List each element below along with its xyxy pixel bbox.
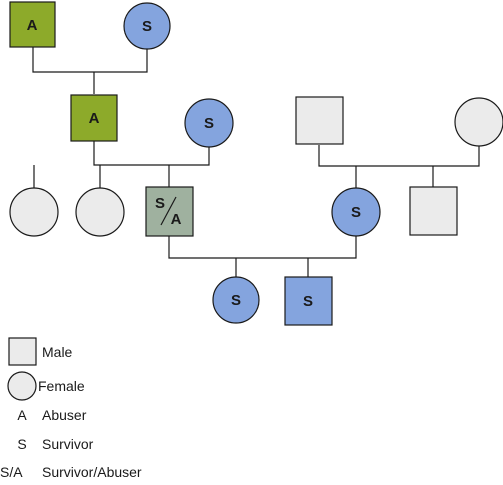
- legend-survivor-abuser-label: Survivor/Abuser: [42, 464, 142, 480]
- gen2-right-male-square: [295, 96, 344, 145]
- gen4-daughter-survivor: S: [212, 276, 260, 324]
- gen3-right-daughter-survivor: S: [331, 187, 381, 237]
- gen1-male-square: [9, 1, 56, 48]
- gen2-sibship-line: [33, 165, 170, 189]
- gen3-daughter-2: [75, 187, 125, 237]
- gen3-right-daughter-label: S: [351, 204, 361, 221]
- connector-lines: [32, 45, 480, 277]
- legend-male-label: Male: [42, 344, 73, 360]
- gen4-daughter-label: S: [231, 292, 241, 309]
- gen4-daughter-circle: [212, 276, 260, 324]
- gen3-son-label-bottom: A: [171, 211, 182, 228]
- gen1-female-circle: [123, 2, 171, 50]
- gen4-son-label: S: [303, 293, 313, 310]
- gen3-marriage-line: [168, 236, 357, 259]
- gen1-marriage-line: [32, 45, 148, 73]
- gen1-male-abuser: A: [9, 1, 56, 48]
- gen2-female-circle: [184, 98, 234, 148]
- gen2-male-square: [70, 94, 118, 142]
- gen2-right-male: [295, 96, 344, 145]
- gen3-son-square: [145, 186, 194, 237]
- legend-survivor-label: Survivor: [42, 436, 94, 452]
- gen3-son-survivor-abuser: S A: [145, 186, 194, 237]
- legend-survivor-key: S: [17, 436, 26, 452]
- gen3-son-label-top: S: [155, 195, 165, 212]
- gen2-male-abuser: A: [70, 94, 118, 142]
- gen4-son-survivor: S: [284, 276, 333, 326]
- gen2-right-sibship-line: [355, 166, 434, 189]
- legend-female-circle-icon: [7, 371, 37, 401]
- gen3-right-daughter-circle: [331, 187, 381, 237]
- gen2-male-label: A: [89, 110, 100, 127]
- gen2-right-female-circle: [454, 97, 503, 147]
- gen3-daughter-1-circle: [9, 187, 59, 237]
- gen3-right-son-square: [409, 186, 458, 236]
- gen3-son-label-slash: [160, 196, 177, 226]
- gen2-right-female: [454, 97, 503, 147]
- legend-survivor-abuser-key: S/A: [0, 464, 23, 480]
- gen3-right-son: [409, 186, 458, 236]
- gen2-female-label: S: [204, 115, 214, 132]
- gen3-daughter-2-circle: [75, 187, 125, 237]
- legend-abuser-label: Abuser: [42, 407, 87, 423]
- legend-male-square-icon: [8, 337, 37, 366]
- gen1-male-label: A: [27, 17, 38, 34]
- gen4-son-square: [284, 276, 333, 326]
- legend-abuser-key: A: [17, 407, 27, 423]
- legend-female-label: Female: [38, 378, 85, 394]
- legend: Male Female A Abuser S Survivor S/A Surv…: [0, 337, 142, 480]
- gen2-marriage-line: [93, 141, 210, 166]
- gen2-right-marriage-line: [318, 145, 480, 167]
- gen3-sibship-line: [235, 258, 309, 277]
- gen3-daughter-1: [9, 187, 59, 237]
- gen1-female-label: S: [142, 18, 152, 35]
- gen1-female-survivor: S: [123, 2, 171, 50]
- gen2-female-survivor: S: [184, 98, 234, 148]
